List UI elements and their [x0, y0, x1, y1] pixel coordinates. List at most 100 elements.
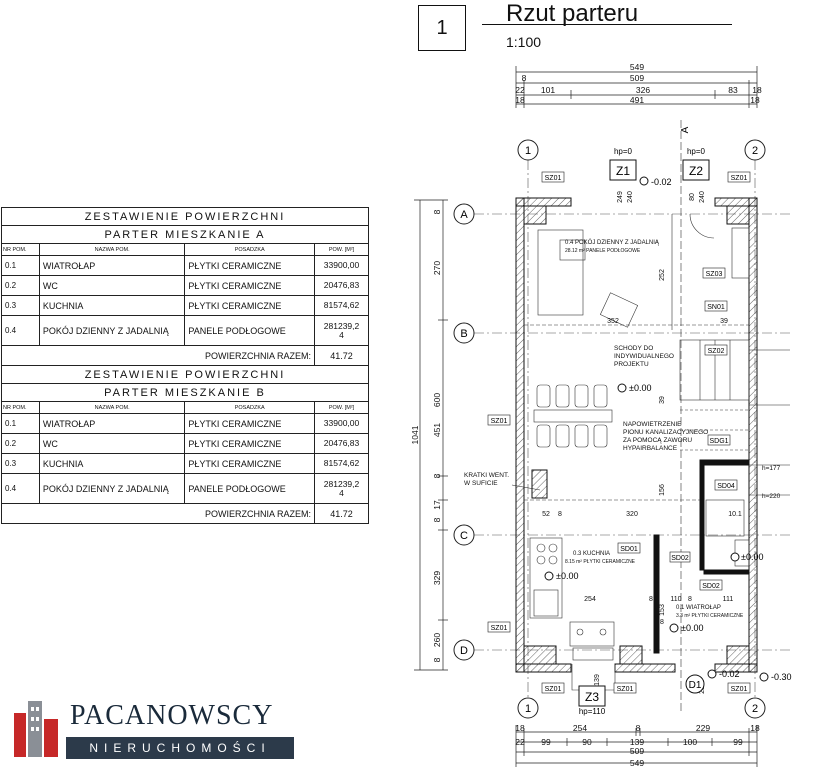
svg-text:52: 52	[542, 511, 550, 518]
note-stairs-3: PROJEKTU	[614, 361, 649, 368]
tag-sz01: SZ01	[617, 686, 634, 693]
svg-text:18: 18	[750, 95, 760, 105]
note-vent-3: ZA POMOCĄ ZAWORU	[623, 437, 692, 444]
leader-lines	[511, 349, 790, 496]
tag-sz01: SZ01	[545, 175, 562, 182]
svg-text:111: 111	[723, 596, 734, 603]
building-logo-icon	[14, 701, 58, 757]
sheet-number-box: 1	[418, 5, 466, 51]
axis-col-2-bottom: 2	[752, 703, 758, 715]
table-a-title: ZESTAWIENIE POWIERZCHNI	[1, 207, 369, 226]
note-h220: h=220	[762, 493, 781, 500]
svg-text:83: 83	[728, 85, 738, 95]
level-kitchen: ±0.00	[556, 571, 578, 581]
axis-col-1-bottom: 1	[525, 703, 531, 715]
axis-row-b: B	[460, 328, 467, 340]
svg-text:254: 254	[573, 723, 587, 733]
bottom-dimensions	[515, 725, 758, 767]
svg-text:509: 509	[630, 746, 644, 756]
area-table-b: ZESTAWIENIE POWIERZCHNI PARTER MIESZKANI…	[0, 365, 369, 524]
drawing-title: Rzut parteru	[506, 0, 639, 27]
room-living-sub: 28.12 m² PANELE PODŁOGOWE	[565, 248, 641, 254]
svg-text:139: 139	[594, 674, 601, 686]
svg-text:18: 18	[515, 95, 525, 105]
spec-tags: SZ01 SZ01 SZ01 SZ01 SZ01 SZ01 SZ01 SZ03 …	[487, 171, 751, 694]
svg-text:549: 549	[630, 62, 644, 72]
level-outside: -0.30	[771, 672, 792, 682]
svg-text:252: 252	[659, 269, 666, 281]
tag-z1: Z1	[616, 164, 630, 178]
tag-sd01: SD01	[620, 546, 638, 553]
dimension-labels: 549 509 8 22 101 326 83 18 18 491 18 18 …	[410, 62, 762, 768]
tag-sz01: SZ01	[545, 686, 562, 693]
walls	[515, 197, 758, 673]
notes: SCHODY DO INDYWIDUALNEGO PROJEKTU NAPOWI…	[464, 345, 781, 500]
total-value: 41.72	[314, 503, 369, 524]
svg-text:491: 491	[630, 95, 644, 105]
svg-text:352: 352	[607, 318, 619, 325]
svg-text:39: 39	[659, 396, 666, 404]
logo-name: PACANOWSCY	[70, 700, 274, 731]
svg-text:254: 254	[584, 596, 596, 603]
tag-sz01: SZ01	[491, 418, 508, 425]
note-stairs-1: SCHODY DO	[614, 345, 653, 352]
tag-sz03: SZ03	[706, 271, 723, 278]
svg-text:8: 8	[660, 619, 664, 626]
tag-sz01: SZ01	[491, 625, 508, 632]
area-table-a: ZESTAWIENIE POWIERZCHNI PARTER MIESZKANI…	[0, 207, 369, 366]
svg-text:320: 320	[626, 511, 638, 518]
svg-text:110: 110	[670, 596, 681, 603]
level-right: ±0.00	[741, 552, 763, 562]
svg-text:240: 240	[699, 191, 706, 203]
svg-text:156: 156	[659, 484, 666, 496]
level-entry-top: -0.02	[651, 177, 672, 187]
svg-text:153: 153	[659, 604, 666, 616]
svg-text:229: 229	[696, 723, 710, 733]
logo-subtitle: NIERUCHOMOŚCI	[66, 737, 294, 759]
level-living: ±0.00	[629, 383, 651, 393]
level-markers: -0.02 ±0.00 ±0.00 ±0.00 ±0.00 -0.02 -0.3…	[544, 176, 792, 682]
svg-text:22: 22	[515, 85, 525, 95]
opening-tags: Z1 Z2 Z3 D1 hp=0 hp=0 hp=110	[578, 147, 710, 716]
tag-sz02: SZ02	[708, 348, 725, 355]
axis-col-2: 2	[752, 145, 758, 157]
tag-sz01: SZ01	[731, 686, 748, 693]
svg-text:99: 99	[541, 737, 551, 747]
note-h177: h=177	[762, 465, 781, 472]
svg-text:22: 22	[515, 737, 525, 747]
svg-text:80: 80	[689, 193, 696, 201]
note-vent-1: NAPOWIETRZENIE	[623, 421, 682, 428]
svg-text:23: 23	[699, 686, 706, 694]
level-vestibule: ±0.00	[681, 623, 703, 633]
tag-sz01: SZ01	[731, 175, 748, 182]
svg-text:99: 99	[733, 737, 743, 747]
svg-text:549: 549	[630, 758, 644, 768]
svg-text:1041: 1041	[410, 425, 420, 444]
tag-sd04: SD04	[717, 483, 735, 490]
svg-text:17: 17	[432, 500, 442, 510]
note-stairs-2: INDYWIDUALNEGO	[614, 353, 674, 360]
tag-d1: D1	[689, 680, 702, 691]
svg-text:329: 329	[432, 571, 442, 585]
axis-bubbles: 1 2 1 2 A B C D A	[453, 126, 766, 719]
svg-text:101: 101	[541, 85, 555, 95]
room-living: 0.4 POKÓJ DZIENNY Z JADALNIĄ	[565, 239, 660, 246]
level-entry-bottom: -0.02	[719, 669, 740, 679]
svg-text:8: 8	[522, 73, 527, 83]
svg-text:8: 8	[432, 209, 442, 214]
svg-text:8: 8	[432, 657, 442, 662]
interior-lines	[524, 120, 750, 713]
left-dimensions	[414, 199, 448, 671]
svg-text:8: 8	[558, 511, 562, 518]
svg-text:90: 90	[582, 737, 592, 747]
company-logo: PACANOWSCY NIERUCHOMOŚCI	[10, 695, 300, 765]
svg-text:139: 139	[630, 737, 644, 747]
svg-text:18: 18	[750, 723, 760, 733]
svg-text:10.1: 10.1	[728, 511, 742, 518]
note-vent-2: PIONU KANALIZACYJNEGO	[623, 429, 708, 436]
tag-sn01: SN01	[707, 304, 725, 311]
sheet-number: 1	[436, 16, 448, 39]
top-dimensions	[515, 66, 758, 108]
